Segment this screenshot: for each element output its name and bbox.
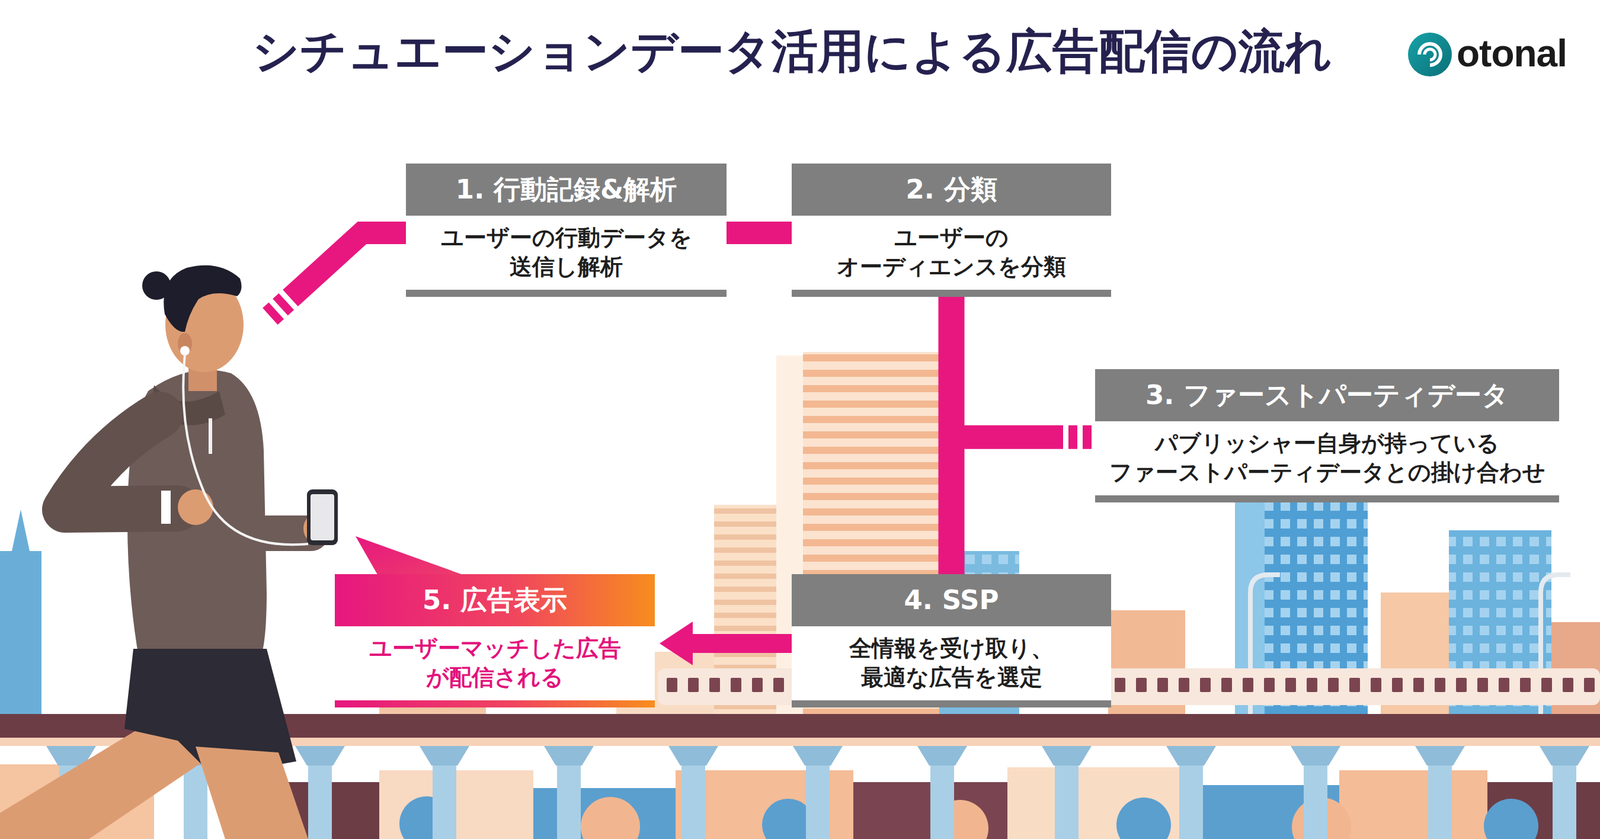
logo-arc — [1424, 49, 1436, 60]
runner-hand — [177, 489, 214, 526]
box-body: パブリッシャー自身が持っている ファーストパーティデータとの掛け合わせ — [1095, 421, 1560, 496]
connector-line — [726, 221, 792, 245]
connector — [659, 621, 792, 666]
pillar — [1290, 746, 1341, 839]
runner-hair — [163, 265, 242, 332]
smartphone — [306, 489, 338, 546]
logo-arc — [1419, 43, 1441, 66]
process-box: 2. 分類ユーザーの オーディエンスを分類 — [791, 163, 1112, 297]
result-box: 5. 広告表示ユーザーマッチした広告 が配信される — [334, 574, 655, 708]
box-body: 全情報を受け取り、 最適な広告を選定 — [791, 626, 1112, 701]
process-box: 1. 行動記録&解析ユーザーの行動データを 送信し解析 — [405, 163, 727, 297]
box-body: ユーザーマッチした広告 が配信される — [334, 626, 655, 701]
box-body: ユーザーの オーディエンスを分類 — [791, 215, 1112, 290]
pillar — [792, 746, 843, 839]
pillar — [917, 746, 968, 839]
box-heading: 2. 分類 — [791, 163, 1112, 216]
runner-front-leg — [195, 746, 309, 839]
pillar — [668, 746, 719, 839]
box-body: ユーザーの行動データを 送信し解析 — [405, 215, 727, 290]
hoodie-string — [208, 418, 213, 454]
pillar — [1041, 746, 1092, 839]
connector — [726, 232, 792, 233]
logo-wordmark: otonal — [1456, 34, 1567, 73]
runner-watch — [161, 490, 171, 524]
box-heading: 5. 広告表示 — [334, 574, 655, 627]
signal-stripe — [280, 301, 287, 307]
signal-line — [290, 232, 406, 299]
building — [1339, 770, 1488, 839]
diagram-title: シチュエーションデータ活用による広告配信の流れ — [0, 26, 1585, 78]
pillar — [1539, 746, 1590, 839]
earbud — [180, 346, 190, 356]
runner-hair-bun — [142, 271, 171, 300]
tree — [1116, 797, 1171, 839]
runner-bent-arm — [65, 414, 178, 510]
pillar — [1166, 746, 1216, 839]
pillar — [544, 746, 594, 839]
connector-line — [692, 634, 792, 654]
smartphone-screen — [310, 494, 335, 541]
tree — [1483, 798, 1539, 839]
box-heading: 3. ファーストパーティデータ — [1095, 369, 1560, 422]
box-heading: 1. 行動記録&解析 — [405, 163, 727, 216]
tree — [580, 797, 640, 839]
pillar — [419, 746, 470, 839]
box-heading: 4. SSP — [791, 574, 1112, 627]
building-spire — [11, 509, 30, 552]
connector-stripes — [1063, 425, 1092, 450]
speech-tail — [355, 536, 472, 578]
arrow-head — [659, 621, 693, 666]
connector-line — [951, 437, 1064, 575]
connector — [951, 437, 1093, 575]
process-box: 4. SSP全情報を受け取り、 最適な広告を選定 — [791, 574, 1112, 708]
building — [0, 551, 42, 715]
earphone-cable — [183, 354, 309, 545]
process-box: 3. ファーストパーティデータパブリッシャー自身が持っている ファーストパーティ… — [1095, 369, 1560, 503]
signal-stripe — [270, 311, 277, 317]
logo-icon — [1408, 32, 1452, 77]
pillar — [1415, 746, 1465, 839]
